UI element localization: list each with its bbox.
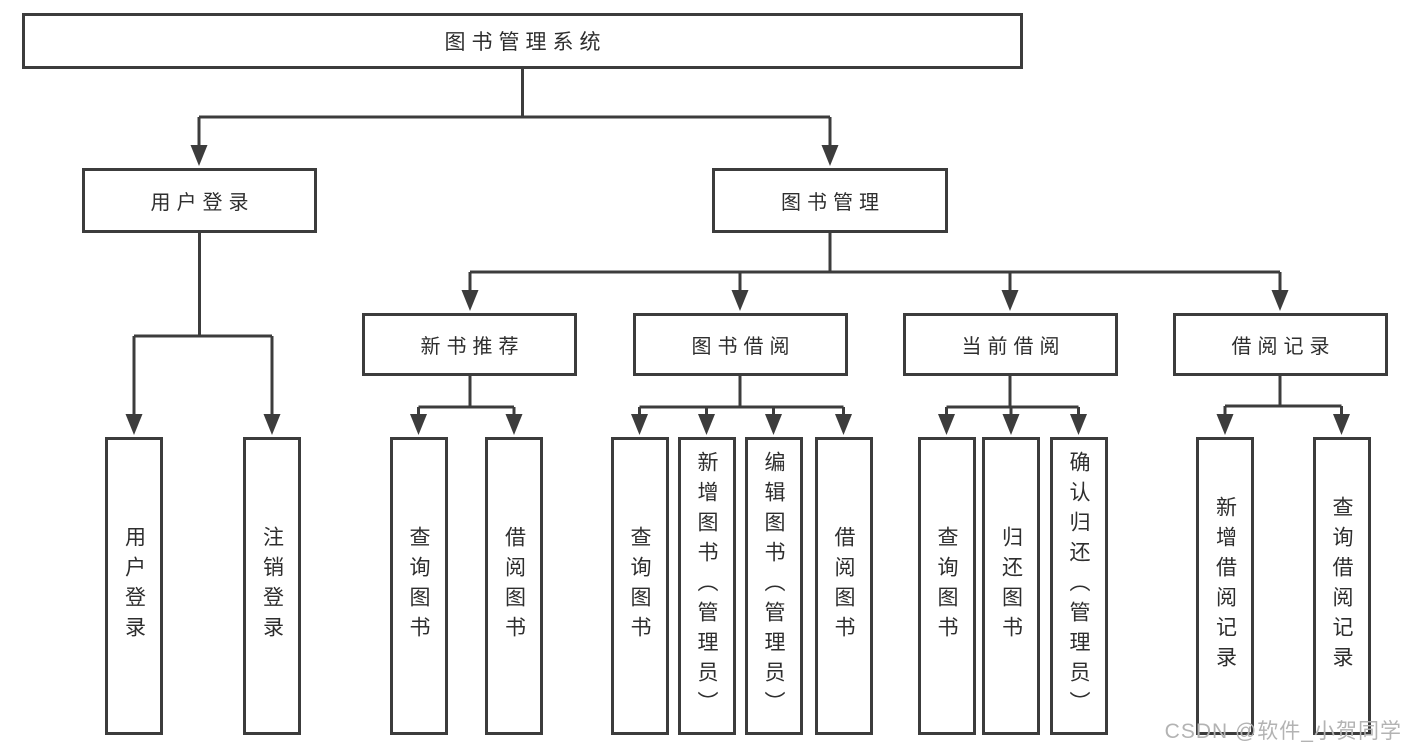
node-root-library-system: 图书管理系统 <box>22 13 1023 69</box>
leaf-recommend-query-book: 查询图书 <box>389 437 448 735</box>
arrow-down-icon <box>190 145 208 166</box>
node-borrow-record: 借阅记录 <box>1173 313 1388 376</box>
leaf-record-query-record: 查询借阅记录 <box>1312 437 1371 735</box>
arrow-down-icon <box>1070 414 1087 435</box>
arrow-down-icon <box>125 414 143 435</box>
leaf-recommend-borrow-book: 借阅图书 <box>485 437 543 735</box>
arrow-down-icon <box>765 414 782 435</box>
arrow-down-icon <box>1271 290 1289 311</box>
arrow-down-icon <box>1333 414 1350 435</box>
node-user-login: 用户登录 <box>82 168 317 233</box>
leaf-current-return-book: 归还图书 <box>982 437 1040 735</box>
leaf-user-login: 用户登录 <box>105 437 163 735</box>
arrow-down-icon <box>410 414 427 435</box>
arrow-down-icon <box>263 414 281 435</box>
leaf-borrow-borrow-book: 借阅图书 <box>814 437 873 735</box>
csdn-watermark: CSDN @软件_小贺同学 <box>1164 720 1402 743</box>
leaf-borrow-edit-book-admin: 编辑图书（管理员） <box>744 437 803 735</box>
leaf-record-add-record: 新增借阅记录 <box>1196 437 1254 735</box>
node-current-borrow: 当前借阅 <box>903 313 1118 376</box>
leaf-logout: 注销登录 <box>243 437 301 735</box>
arrow-down-icon <box>631 414 648 435</box>
leaf-current-confirm-return-admin: 确认归还（管理员） <box>1049 437 1108 735</box>
arrow-down-icon <box>1216 414 1234 435</box>
arrow-down-icon <box>821 145 839 166</box>
node-book-borrow: 图书借阅 <box>633 313 848 376</box>
arrow-down-icon <box>835 414 852 435</box>
arrow-down-icon <box>938 414 955 435</box>
node-new-book-recommend: 新书推荐 <box>362 313 577 376</box>
arrow-down-icon <box>505 414 523 435</box>
leaf-borrow-add-book-admin: 新增图书（管理员） <box>677 437 736 735</box>
leaf-borrow-query-book: 查询图书 <box>610 437 669 735</box>
arrow-down-icon <box>698 414 715 435</box>
arrow-down-icon <box>731 290 749 311</box>
node-book-management: 图书管理 <box>712 168 948 233</box>
arrow-down-icon <box>461 290 479 311</box>
leaf-current-query-book: 查询图书 <box>917 437 976 735</box>
arrow-down-icon <box>1001 290 1019 311</box>
arrow-down-icon <box>1002 414 1020 435</box>
